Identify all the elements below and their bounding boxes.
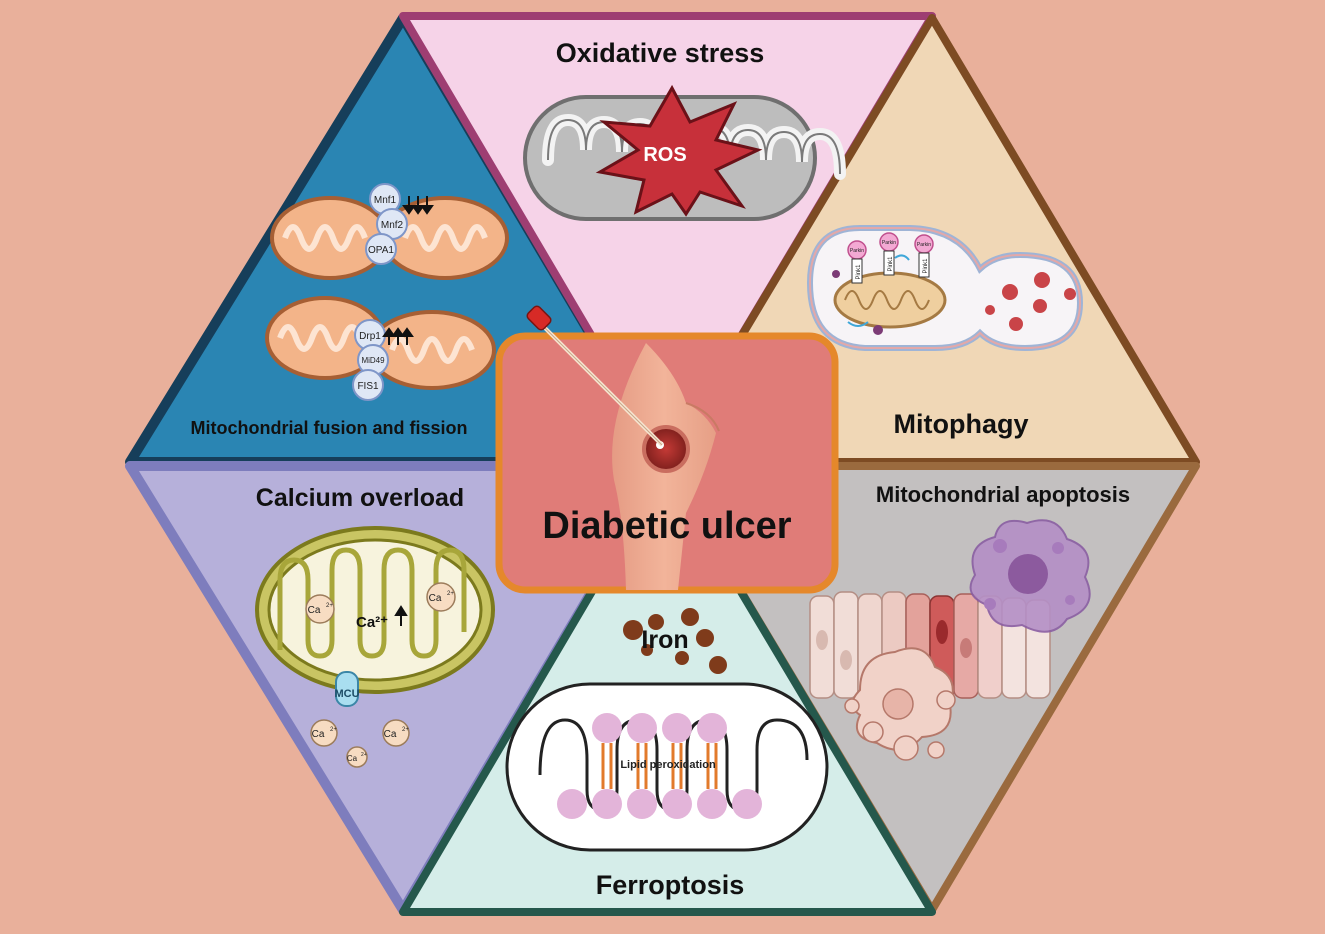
protein-fis1: FIS1 <box>357 381 379 392</box>
apoptotic-body <box>969 519 1091 633</box>
ca-sup-1: 2+ <box>326 603 333 609</box>
dying-cell <box>844 647 956 761</box>
title-ferroptosis: Ferroptosis <box>596 870 745 900</box>
parkin-label-1: Parkin <box>850 248 864 254</box>
ros-label: ROS <box>643 144 686 166</box>
ros-burst-icon <box>595 84 763 217</box>
iron-particles <box>623 608 727 674</box>
ca-label-3: Ca <box>312 729 325 740</box>
center-title: Diabetic ulcer <box>542 505 791 547</box>
fission-mitochondria <box>265 296 496 390</box>
title-iron: Iron <box>641 626 688 654</box>
parkin-label-3: Parkin <box>917 242 931 248</box>
ca-sup-5: 2+ <box>361 752 367 758</box>
pink1-label-3: Pink1 <box>923 258 929 274</box>
protein-drp1: Drp1 <box>359 331 381 342</box>
parkin-pink1-markers <box>847 232 934 284</box>
protein-mnf1: Mnf1 <box>374 195 397 206</box>
lipid-bilayer <box>557 713 762 819</box>
mcu-label: MCU <box>334 688 359 700</box>
title-fusion-fission: Mitochondrial fusion and fission <box>191 418 468 438</box>
protein-mid49: MiD49 <box>361 356 385 365</box>
swab-icon <box>526 305 664 447</box>
protein-mnf2: Mnf2 <box>381 220 404 231</box>
parkin-label-2: Parkin <box>882 240 896 246</box>
calcium-mitochondrion <box>255 526 495 707</box>
ca-sup-2: 2+ <box>447 591 454 597</box>
title-calcium-overload: Calcium overload <box>256 484 464 512</box>
title-mitophagy: Mitophagy <box>894 409 1029 439</box>
ca-label-1: Ca <box>308 605 321 616</box>
down-arrows-icon <box>402 196 434 215</box>
ca-sup-3: 2+ <box>330 727 337 733</box>
pink1-label-2: Pink1 <box>888 256 894 272</box>
title-mitochondrial-apoptosis: Mitochondrial apoptosis <box>876 482 1130 507</box>
protein-opa1: OPA1 <box>368 245 394 256</box>
ca-label-2: Ca <box>429 593 442 604</box>
ca-label-5: Ca <box>347 754 358 763</box>
fusion-mitochondria <box>270 196 509 280</box>
ca-up-label: Ca²⁺ <box>356 614 388 631</box>
ca-sup-4: 2+ <box>402 727 409 733</box>
up-arrows-icon <box>382 327 414 345</box>
calcium-ion-bubbles <box>305 582 456 768</box>
pink1-label-1: Pink1 <box>856 264 862 280</box>
ca-label-4: Ca <box>384 729 397 740</box>
title-oxidative-stress: Oxidative stress <box>556 38 765 68</box>
autophagosome <box>806 225 1084 352</box>
lipid-peroxidation-label: Lipid peroxidation <box>620 759 716 771</box>
fusion-protein-bubbles <box>352 183 408 401</box>
ca-up-arrow-icon <box>394 605 408 626</box>
